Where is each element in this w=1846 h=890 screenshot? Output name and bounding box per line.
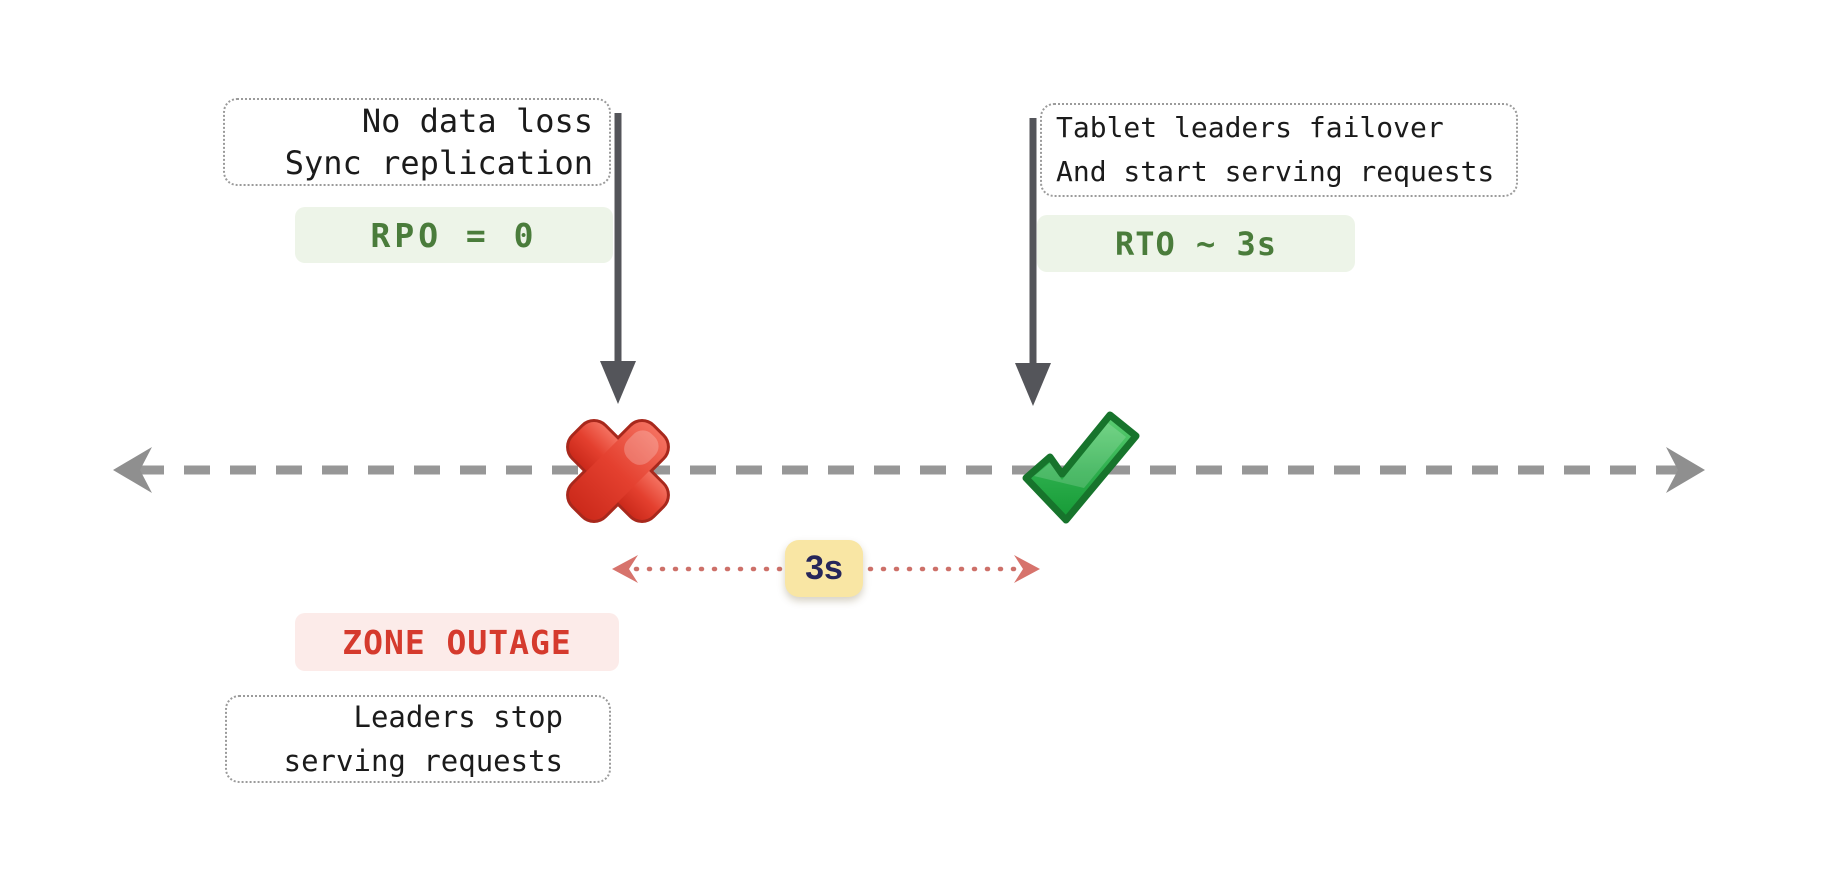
- timeline-left-arrowhead: [113, 447, 152, 493]
- check-mark-icon: [1022, 411, 1140, 524]
- rto-badge: RTO ~ 3s: [1037, 215, 1355, 272]
- note-line: Sync replication: [284, 144, 593, 182]
- note-line: serving requests: [283, 744, 563, 778]
- duration-double-arrow: [612, 555, 1040, 583]
- cross-mark-icon: [566, 419, 670, 523]
- timeline-right-arrowhead: [1666, 447, 1705, 493]
- leaders-stop-note: Leaders stop serving requests: [225, 695, 611, 783]
- outage-event-down-arrow: [600, 113, 636, 404]
- zone-outage-badge-label: ZONE OUTAGE: [342, 622, 572, 662]
- timeline-axis: [113, 447, 1705, 493]
- no-data-loss-note: No data loss Sync replication: [223, 98, 611, 186]
- duration-badge-label: 3s: [805, 549, 843, 587]
- failover-note: Tablet leaders failover And start servin…: [1040, 103, 1518, 197]
- failover-event-down-arrow: [1015, 118, 1051, 406]
- zone-outage-badge: ZONE OUTAGE: [295, 613, 619, 671]
- note-line: No data loss: [361, 102, 593, 140]
- rpo-badge-label: RPO = 0: [370, 215, 538, 255]
- rto-badge-label: RTO ~ 3s: [1114, 224, 1278, 263]
- note-line: And start serving requests: [1056, 155, 1495, 188]
- note-line: Tablet leaders failover: [1056, 111, 1444, 144]
- note-line: Leaders stop: [353, 700, 563, 734]
- duration-badge: 3s: [785, 540, 863, 597]
- rpo-badge: RPO = 0: [295, 207, 613, 263]
